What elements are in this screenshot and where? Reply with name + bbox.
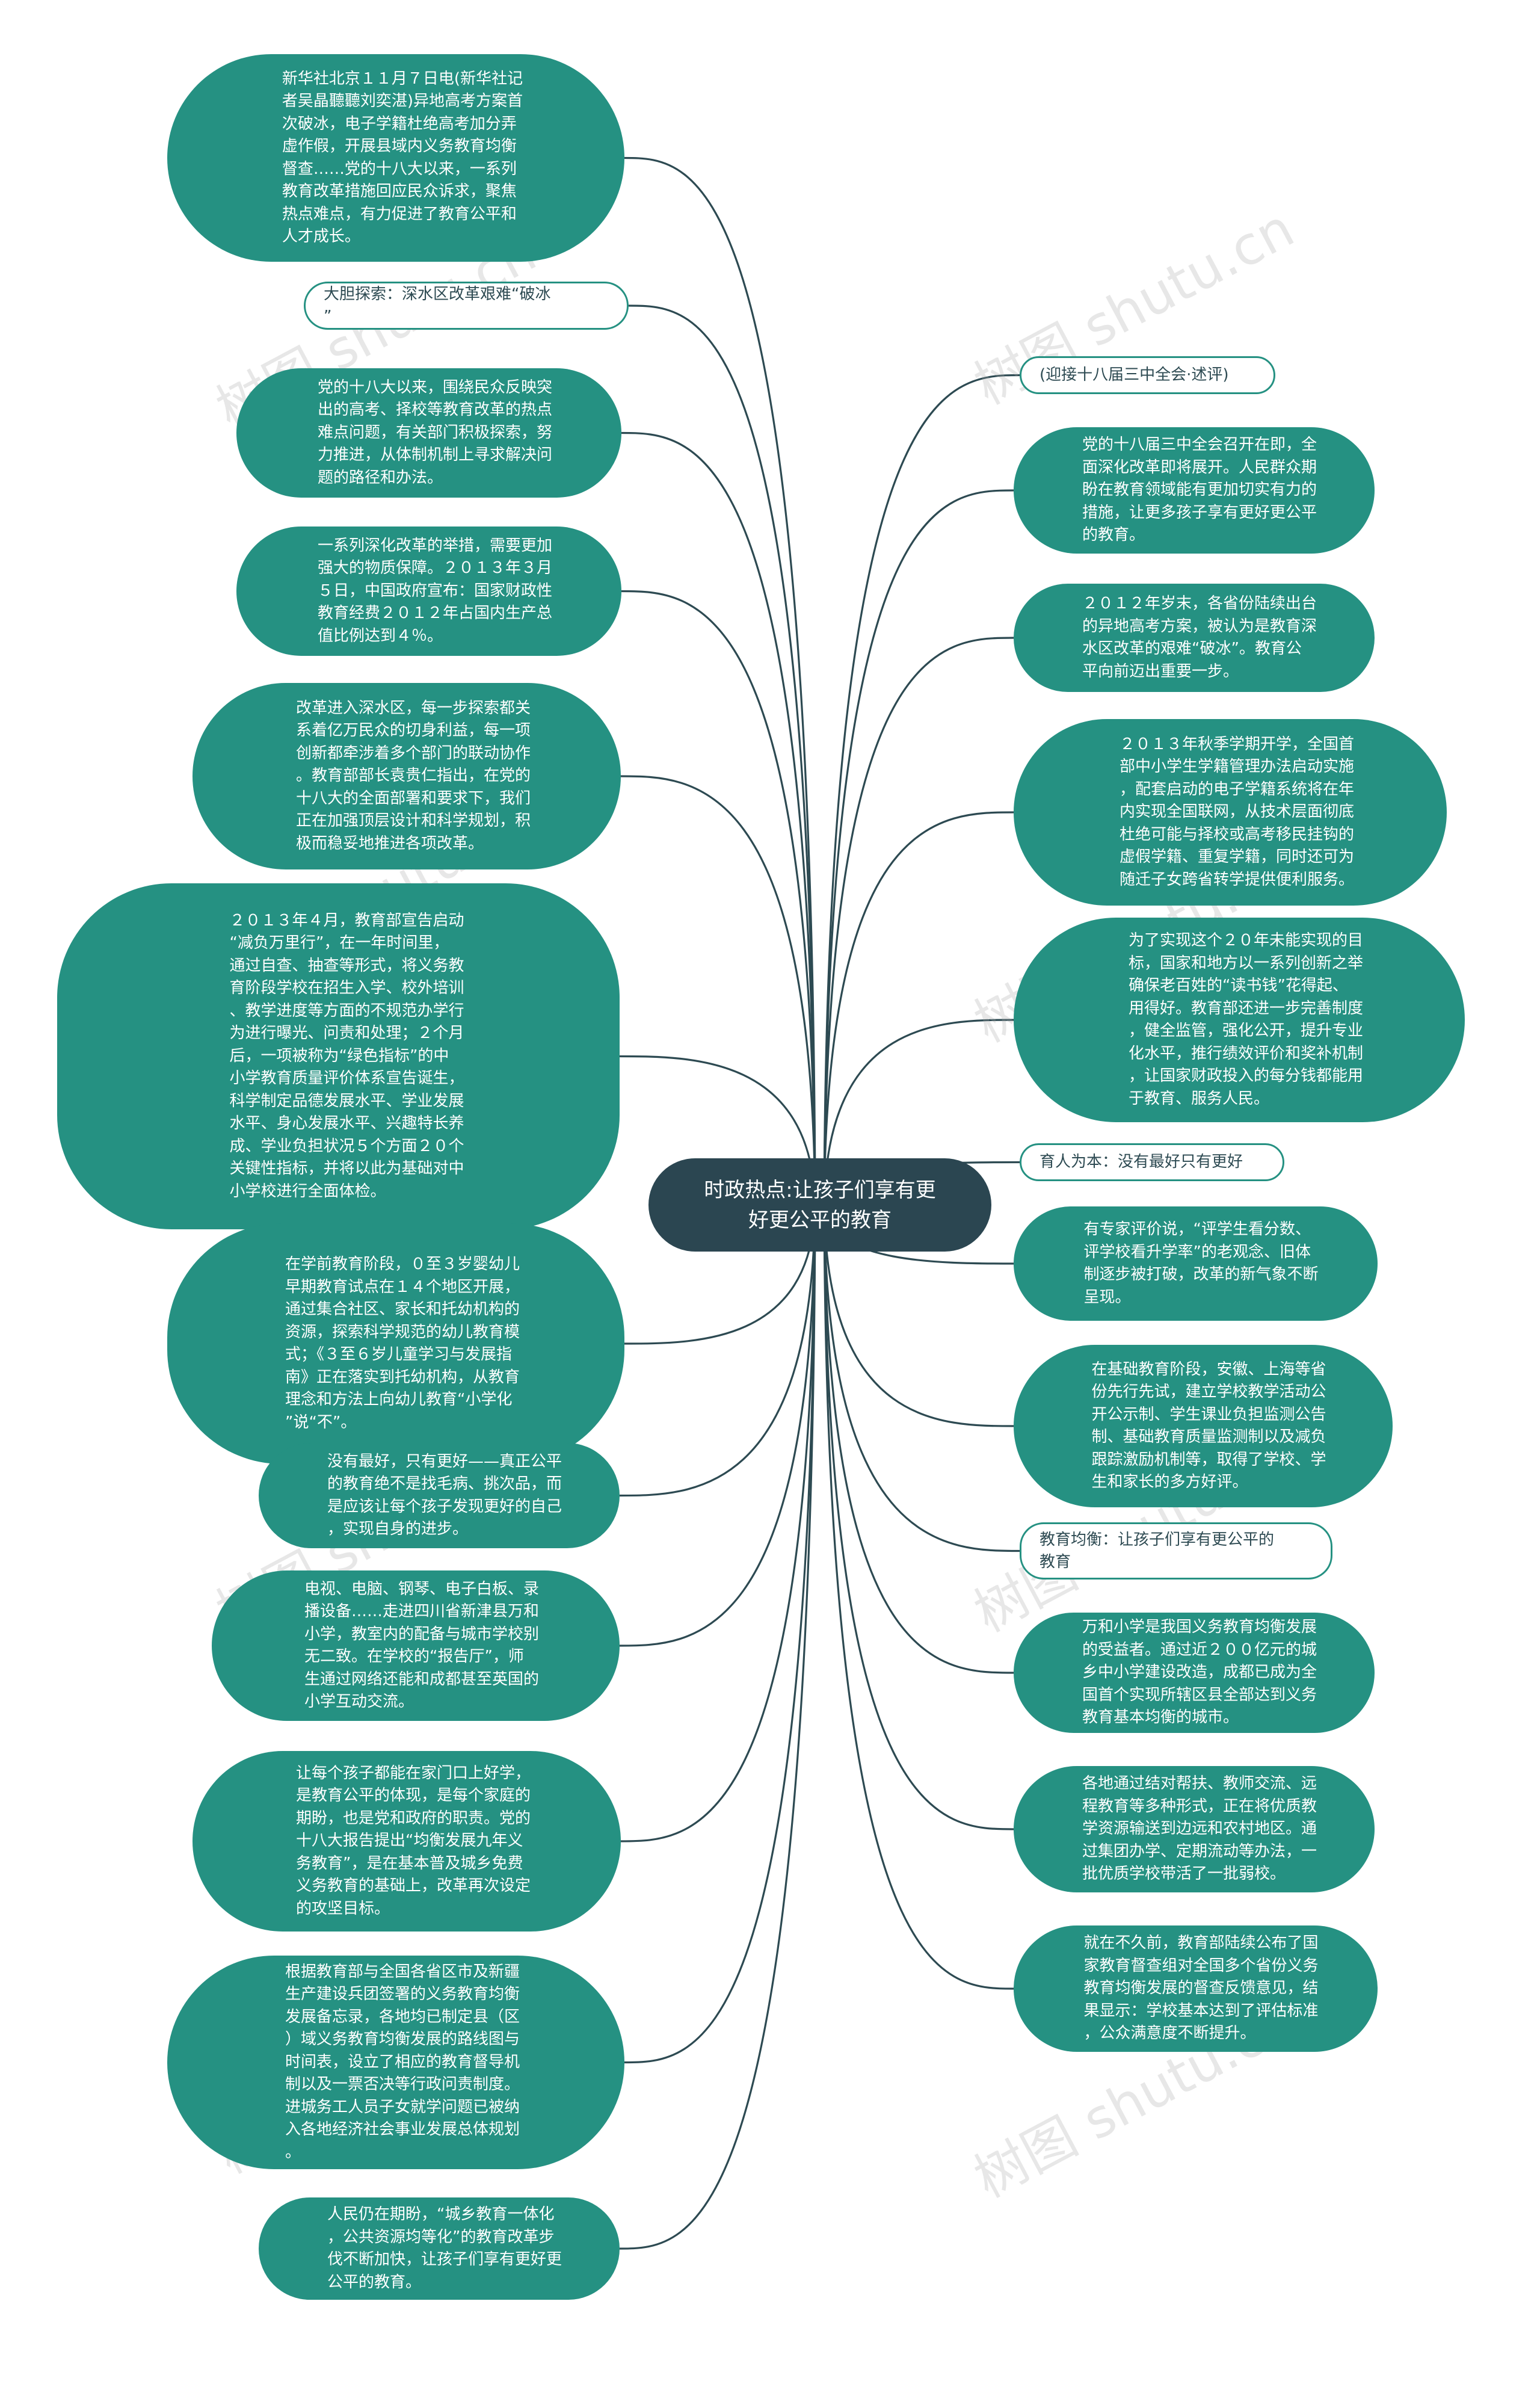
- right-connector-8: [823, 1205, 1014, 1427]
- left-connector-2: [628, 304, 816, 1206]
- left-branch-node-11[interactable]: 根据教育部与全国各省区市及新疆 生产建设兵团签署的义务教育均衡 发展备忘录，各地…: [167, 1956, 624, 2169]
- left-branch-text-7: 在学前教育阶段，０至３岁婴幼儿 早期教育试点在１４个地区开展， 通过集合社区、家…: [285, 1255, 520, 1431]
- left-branch-text-12: 人民仍在期盼，“城乡教育一体化 ，公共资源均等化”的教育改革步 伐不断加快，让孩…: [327, 2205, 562, 2291]
- left-branch-text-6: ２０１３年４月，教育部宣告启动 “减负万里行”，在一年时间里， 通过自查、抽查等…: [229, 911, 464, 1200]
- right-branch-node-3[interactable]: ２０１２年岁末，各省份陆续出台 的异地高考方案，被认为是教育深 水区改革的艰难“…: [1014, 584, 1375, 692]
- left-branch-node-10[interactable]: 让每个孩子都能在家门口上好学， 是教育公平的体现，是每个家庭的 期盼，也是党和政…: [192, 1751, 621, 1932]
- right-branch-text-4: ２０１３年秋季学期开学，全国首 部中小学生学籍管理办法启动实施 ，配套启动的电子…: [1119, 735, 1354, 889]
- left-connector-11: [624, 1205, 816, 2064]
- right-branch-node-9[interactable]: 教育均衡：让孩子们享有更公平的 教育: [1020, 1522, 1332, 1580]
- left-connector-3: [621, 431, 816, 1206]
- left-branch-node-1[interactable]: 新华社北京１１月７日电(新华社记 者吴晶聽聽刘奕湛)异地高考方案首 次破冰，电子…: [167, 54, 624, 262]
- left-branch-text-11: 根据教育部与全国各省区市及新疆 生产建设兵团签署的义务教育均衡 发展备忘录，各地…: [285, 1962, 520, 2161]
- right-branch-node-1[interactable]: (迎接十八届三中全会·述评): [1020, 356, 1275, 394]
- right-branch-text-1: (迎接十八届三中全会·述评): [1040, 366, 1229, 384]
- left-branch-node-3[interactable]: 党的十八大以来，围绕民众反映突 出的高考、择校等教育改革的热点 难点问题，有关部…: [236, 368, 621, 498]
- right-connector-5: [823, 1019, 1014, 1206]
- right-branch-text-7: 有专家评价说，“评学生看分数、 评学校看升学率”的老观念、旧体 制逐步被打破，改…: [1083, 1220, 1319, 1306]
- left-connector-1: [624, 156, 816, 1206]
- right-connector-2: [823, 489, 1014, 1206]
- right-branch-node-4[interactable]: ２０１３年秋季学期开学，全国首 部中小学生学籍管理办法启动实施 ，配套启动的电子…: [1014, 719, 1447, 906]
- right-connector-11: [823, 1205, 1014, 1830]
- right-connector-12: [823, 1205, 1014, 1990]
- left-branch-node-2[interactable]: 大胆探索：深水区改革艰难“破冰 ”: [304, 282, 629, 330]
- right-branch-node-5[interactable]: 为了实现这个２０年未能实现的目 标，国家和地方以一系列创新之举 确保老百姓的“读…: [1014, 918, 1465, 1122]
- right-branch-text-8: 在基础教育阶段，安徽、上海等省 份先行先试，建立学校教学活动公 开公示制、学生课…: [1091, 1360, 1326, 1492]
- left-branch-text-5: 改革进入深水区，每一步探索都关 系着亿万民众的切身利益，每一项 创新都牵涉着多个…: [295, 699, 531, 853]
- left-branch-node-5[interactable]: 改革进入深水区，每一步探索都关 系着亿万民众的切身利益，每一项 创新都牵涉着多个…: [192, 683, 621, 869]
- right-branch-text-6: 育人为本：没有最好只有更好: [1040, 1153, 1243, 1171]
- central-topic-label: 时政热点:让孩子们享有更 好更公平的教育: [704, 1178, 936, 1232]
- left-branch-node-12[interactable]: 人民仍在期盼，“城乡教育一体化 ，公共资源均等化”的教育改革步 伐不断加快，让孩…: [259, 2197, 620, 2300]
- left-branch-node-6[interactable]: ２０１３年４月，教育部宣告启动 “减负万里行”，在一年时间里， 通过自查、抽查等…: [57, 883, 620, 1229]
- right-branch-text-2: 党的十八届三中全会召开在即，全 面深化改革即将展开。人民群众期 盼在教育领域能有…: [1082, 436, 1317, 545]
- left-branch-text-1: 新华社北京１１月７日电(新华社记 者吴晶聽聽刘奕湛)异地高考方案首 次破冰，电子…: [282, 69, 523, 246]
- right-connector-10: [823, 1205, 1014, 1674]
- right-branch-node-2[interactable]: 党的十八届三中全会召开在即，全 面深化改革即将展开。人民群众期 盼在教育领域能有…: [1014, 427, 1375, 554]
- left-connector-7: [624, 1205, 816, 1345]
- central-topic[interactable]: 时政热点:让孩子们享有更 好更公平的教育: [648, 1158, 991, 1252]
- right-branch-node-7[interactable]: 有专家评价说，“评学生看分数、 评学校看升学率”的老观念、旧体 制逐步被打破，改…: [1014, 1206, 1378, 1321]
- left-branch-text-3: 党的十八大以来，围绕民众反映突 出的高考、择校等教育改革的热点 难点问题，有关部…: [317, 378, 552, 487]
- right-branch-text-10: 万和小学是我国义务教育均衡发展 的受益者。通过近２００亿元的城 乡中小学建设改造…: [1082, 1618, 1317, 1727]
- right-branch-node-12[interactable]: 就在不久前，教育部陆续公布了国 家教育督查组对全国多个省份义务 教育均衡发展的督…: [1014, 1925, 1378, 2052]
- right-branch-node-10[interactable]: 万和小学是我国义务教育均衡发展 的受益者。通过近２００亿元的城 乡中小学建设改造…: [1014, 1613, 1375, 1733]
- left-branch-node-4[interactable]: 一系列深化改革的举措，需要更加 强大的物质保障。２０１３年３月 ５日，中国政府宣…: [236, 527, 621, 656]
- left-connector-10: [620, 1205, 816, 1842]
- left-branch-text-8: 没有最好，只有更好——真正公平 的教育绝不是找毛病、挑次品，而 是应该让每个孩子…: [327, 1452, 562, 1539]
- right-branch-text-11: 各地通过结对帮扶、教师交流、远 程教育等多种形式，正在将优质教 学资源输送到边远…: [1082, 1774, 1317, 1883]
- right-branch-text-9: 教育均衡：让孩子们享有更公平的 教育: [1040, 1530, 1275, 1571]
- right-branch-node-6[interactable]: 育人为本：没有最好只有更好: [1020, 1143, 1284, 1181]
- right-connector-4: [823, 811, 1014, 1206]
- left-connector-12: [619, 1205, 816, 2250]
- right-branch-text-12: 就在不久前，教育部陆续公布了国 家教育督查组对全国多个省份义务 教育均衡发展的督…: [1083, 1934, 1319, 2043]
- left-branch-text-10: 让每个孩子都能在家门口上好学， 是教育公平的体现，是每个家庭的 期盼，也是党和政…: [295, 1764, 531, 1918]
- left-branch-node-9[interactable]: 电视、电脑、钢琴、电子白板、录 播设备……走进四川省新津县万和 小学，教室内的配…: [212, 1570, 620, 1721]
- left-connector-9: [619, 1205, 816, 1647]
- right-connector-3: [823, 637, 1014, 1206]
- right-branch-text-3: ２０１２年岁末，各省份陆续出台 的异地高考方案，被认为是教育深 水区改革的艰难“…: [1082, 594, 1317, 681]
- left-branch-node-7[interactable]: 在学前教育阶段，０至３岁婴幼儿 早期教育试点在１４个地区开展， 通过集合社区、家…: [167, 1223, 624, 1464]
- left-connector-6: [619, 1055, 816, 1206]
- right-connector-9: [823, 1205, 1020, 1552]
- right-branch-text-5: 为了实现这个２０年未能实现的目 标，国家和地方以一系列创新之举 确保老百姓的“读…: [1128, 931, 1363, 1108]
- left-branch-text-2: 大胆探索：深水区改革艰难“破冰 ”: [324, 285, 551, 326]
- left-branch-node-8[interactable]: 没有最好，只有更好——真正公平 的教育绝不是找毛病、挑次品，而 是应该让每个孩子…: [259, 1443, 620, 1548]
- right-branch-node-8[interactable]: 在基础教育阶段，安徽、上海等省 份先行先试，建立学校教学活动公 开公示制、学生课…: [1014, 1345, 1393, 1507]
- left-branch-text-9: 电视、电脑、钢琴、电子白板、录 播设备……走进四川省新津县万和 小学，教室内的配…: [304, 1580, 539, 1711]
- left-connector-8: [619, 1205, 816, 1497]
- left-connector-5: [620, 775, 816, 1206]
- left-connector-4: [621, 590, 816, 1206]
- right-branch-node-11[interactable]: 各地通过结对帮扶、教师交流、远 程教育等多种形式，正在将优质教 学资源输送到边远…: [1014, 1766, 1375, 1892]
- left-branch-text-4: 一系列深化改革的举措，需要更加 强大的物质保障。２０１３年３月 ５日，中国政府宣…: [317, 536, 552, 645]
- right-connector-1: [823, 374, 1020, 1206]
